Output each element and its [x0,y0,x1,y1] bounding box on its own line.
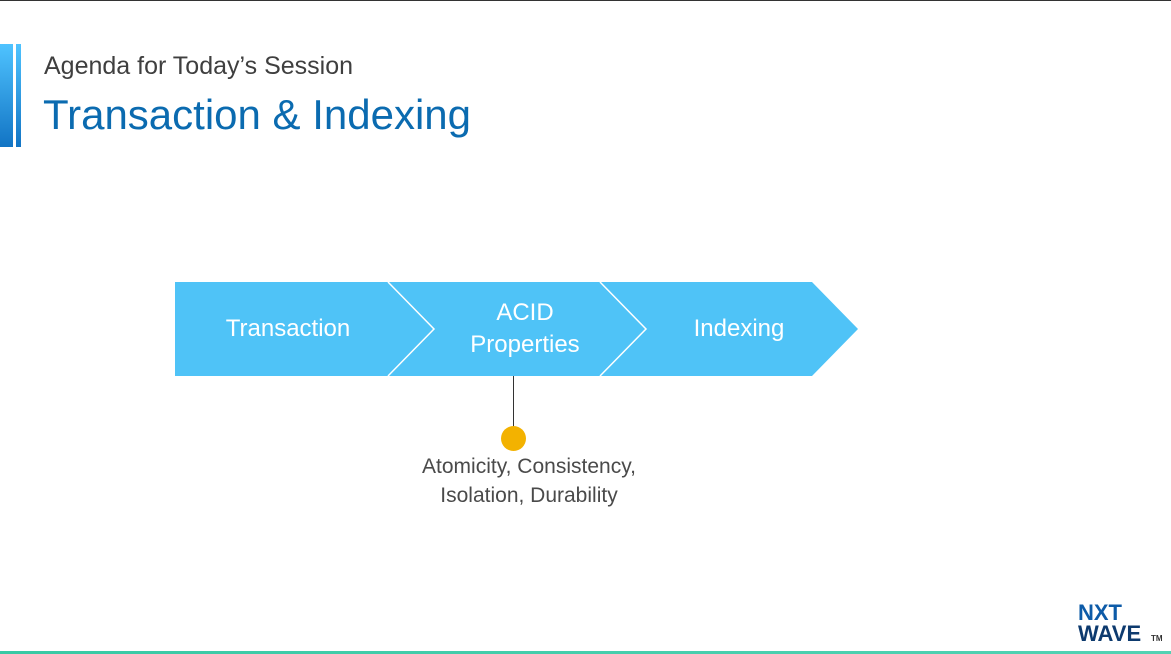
callout-line-2: Isolation, Durability [440,484,618,507]
step-label-indexing: Indexing [693,315,785,342]
callout-connector-line [513,376,514,428]
callout-line-1: Atomicity, Consistency, [422,455,636,478]
chevron-divider-1 [387,281,436,377]
logo-trademark: TM [1151,634,1163,643]
slide-title: Transaction & Indexing [43,91,472,138]
bottom-accent-border [0,651,1171,654]
logo-line-1: NXT [1078,600,1122,625]
step-label-transaction: Transaction [225,315,351,342]
nxtwave-logo: NXT WAVE TM [1078,600,1168,646]
title-accent-line [16,44,21,147]
chevron-divider-2 [599,281,648,377]
logo-line-2: WAVE [1078,621,1142,646]
chevron-acid-properties [388,282,646,376]
title-accent-bar [0,44,13,147]
slide-subtitle: Agenda for Today’s Session [44,52,354,80]
top-border [0,0,1171,1]
chevron-indexing [600,282,858,376]
acid-properties-callout: Atomicity, Consistency, Isolation, Durab… [380,452,678,510]
step-label-acid-properties: ACID Properties [470,299,580,358]
callout-dot [501,426,526,451]
chevron-transaction [175,282,434,376]
